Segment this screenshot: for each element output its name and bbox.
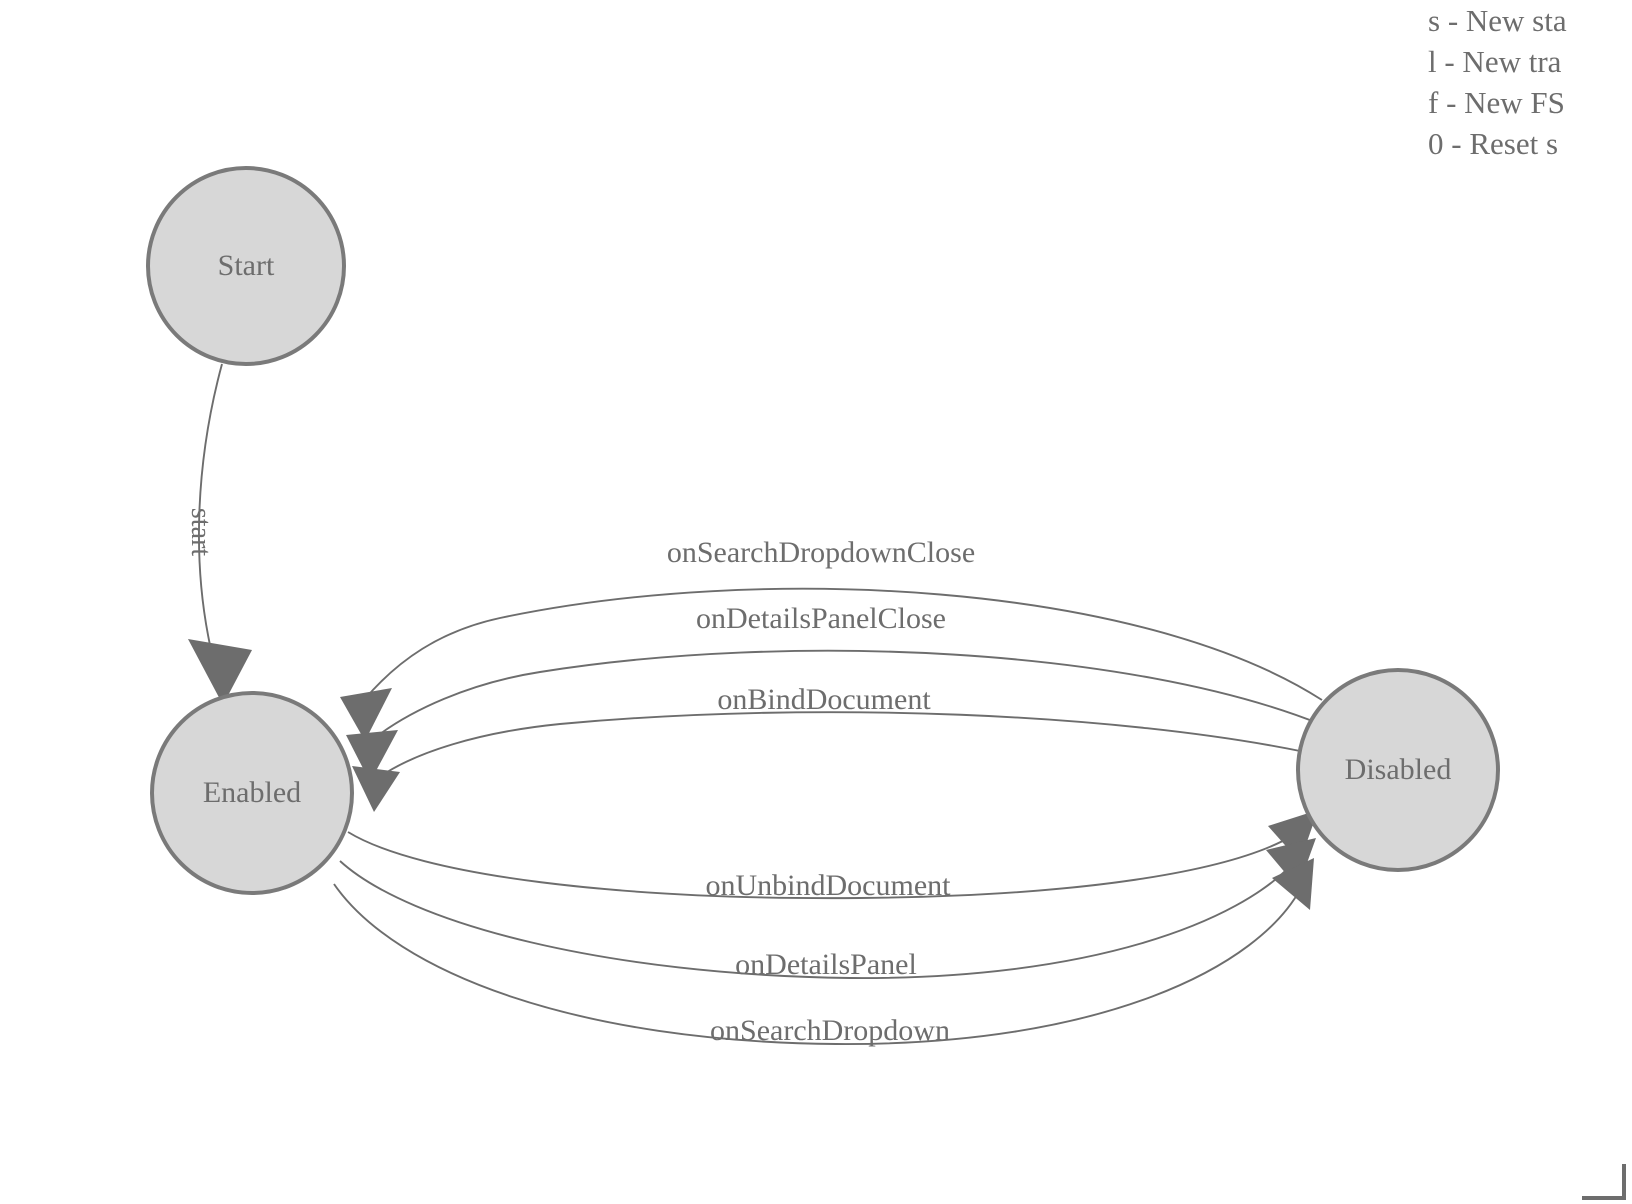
legend-line-reset: 0 - Reset s bbox=[1428, 126, 1559, 161]
legend-line-new-fsm: f - New FS bbox=[1428, 85, 1565, 120]
transition-on-bind-document-arrowhead bbox=[352, 766, 400, 812]
state-node-enabled-label: Enabled bbox=[203, 776, 301, 809]
transition-on-search-dropdown-arrowhead bbox=[1272, 858, 1314, 910]
state-node-enabled[interactable]: Enabled bbox=[150, 691, 354, 895]
transition-on-details-panel-close-path bbox=[371, 649, 1321, 741]
transition-on-details-panel-close-arrowhead bbox=[346, 730, 398, 782]
state-node-start-label: Start bbox=[218, 249, 275, 282]
transition-on-search-dropdown-close[interactable]: onSearchDropdownClose bbox=[340, 536, 1323, 741]
resize-corner-handle[interactable] bbox=[1582, 1164, 1626, 1200]
state-node-enabled-circle bbox=[150, 691, 354, 895]
resize-corner-horizontal-bar bbox=[1582, 1196, 1626, 1200]
transition-start[interactable]: start bbox=[185, 363, 252, 705]
legend-line-new-state: s - New sta bbox=[1428, 3, 1567, 38]
transition-on-details-panel-close[interactable]: onDetailsPanelClose bbox=[346, 602, 1321, 782]
state-node-disabled-label: Disabled bbox=[1345, 753, 1452, 786]
legend-line-new-transition: l - New tra bbox=[1428, 44, 1562, 79]
keyboard-shortcut-legend: s - New sta l - New tra f - New FS 0 - R… bbox=[1428, 0, 1632, 164]
transition-on-bind-document-path bbox=[377, 711, 1306, 779]
resize-corner-vertical-bar bbox=[1622, 1164, 1626, 1200]
transition-on-details-panel-path bbox=[339, 860, 1295, 979]
transition-on-search-dropdown-label: onSearchDropdown bbox=[710, 1014, 950, 1047]
transition-on-bind-document[interactable]: onBindDocument bbox=[352, 683, 1306, 812]
transition-on-unbind-document-path bbox=[347, 831, 1293, 900]
transition-on-search-dropdown-close-path bbox=[363, 587, 1323, 701]
transition-start-label: start bbox=[185, 508, 216, 556]
transition-on-search-dropdown-close-label: onSearchDropdownClose bbox=[667, 536, 975, 569]
transition-start-path bbox=[198, 363, 223, 646]
state-node-start[interactable]: Start bbox=[146, 166, 346, 366]
state-node-start-circle bbox=[146, 166, 346, 366]
transition-on-search-dropdown[interactable]: onSearchDropdown bbox=[333, 858, 1314, 1047]
transition-on-details-panel-close-label: onDetailsPanelClose bbox=[696, 602, 946, 635]
transition-on-unbind-document[interactable]: onUnbindDocument bbox=[347, 810, 1318, 902]
transition-on-search-dropdown-close-arrowhead bbox=[340, 688, 392, 741]
transition-on-details-panel[interactable]: onDetailsPanel bbox=[339, 838, 1316, 981]
transition-on-bind-document-label: onBindDocument bbox=[717, 683, 931, 716]
transition-on-details-panel-arrowhead bbox=[1266, 838, 1316, 888]
state-node-disabled[interactable]: Disabled bbox=[1296, 668, 1500, 872]
transition-on-unbind-document-label: onUnbindDocument bbox=[706, 869, 952, 902]
state-node-disabled-circle bbox=[1296, 668, 1500, 872]
transition-start-arrowhead bbox=[188, 639, 252, 705]
transition-on-search-dropdown-path bbox=[333, 883, 1303, 1045]
transition-on-unbind-document-arrowhead bbox=[1268, 810, 1318, 862]
transition-on-details-panel-label: onDetailsPanel bbox=[735, 948, 917, 981]
